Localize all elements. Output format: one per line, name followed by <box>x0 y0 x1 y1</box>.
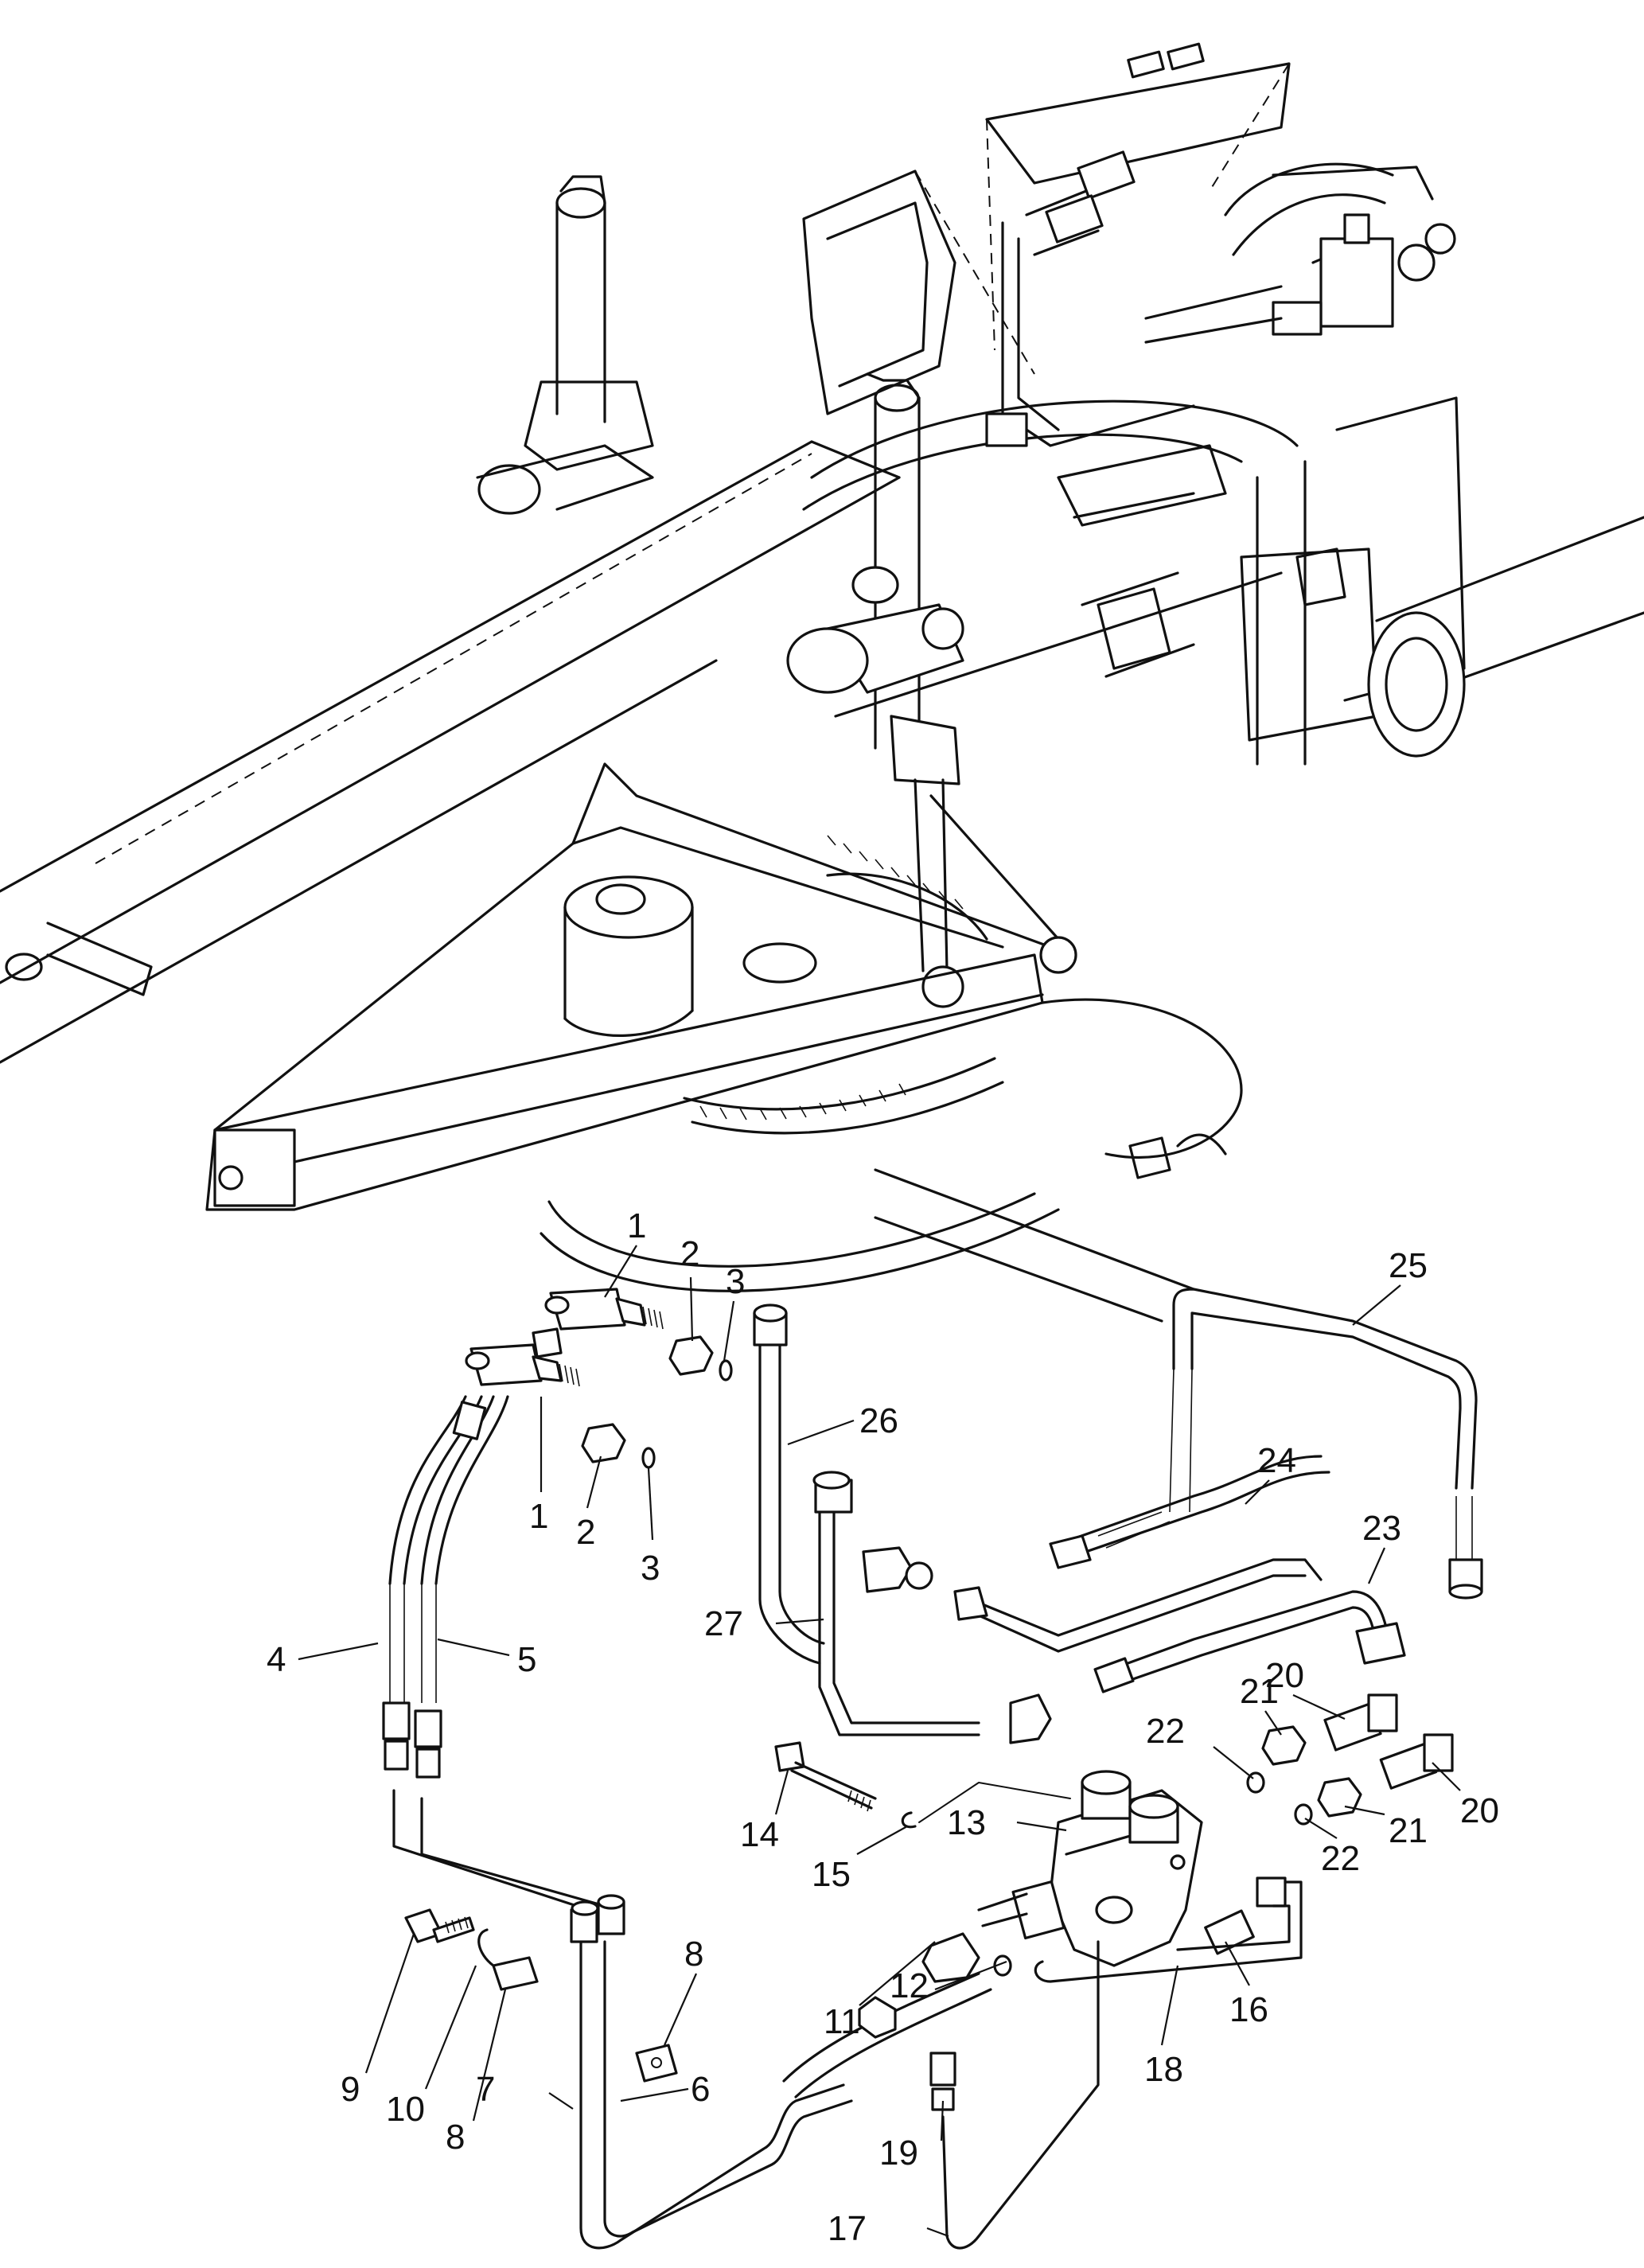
callout-16: 16 <box>1229 1990 1268 2029</box>
callout-24: 24 <box>1257 1441 1296 1480</box>
pipe <box>1176 1904 1291 1951</box>
pipe <box>420 1797 606 1908</box>
washer <box>901 1811 917 1829</box>
callout-2: 2 <box>680 1234 699 1273</box>
callout-10: 10 <box>386 2090 425 2129</box>
washer <box>477 1928 495 1967</box>
pipe <box>794 1988 992 2098</box>
callout-8: 8 <box>684 1935 703 1974</box>
hose <box>1073 1471 1330 1557</box>
pipe <box>832 1510 980 1724</box>
pipe <box>1034 1880 1303 1983</box>
callout-20: 20 <box>1265 1656 1304 1695</box>
callout-23: 23 <box>1362 1509 1401 1548</box>
callout-21: 21 <box>1389 1811 1428 1850</box>
swivel-elbow-fitting <box>465 1343 580 1387</box>
callout-7: 7 <box>476 2070 495 2109</box>
callout-9: 9 <box>341 2070 360 2109</box>
callout-15: 15 <box>812 1855 851 1894</box>
machine-frame-assembly <box>0 42 1644 1323</box>
hose <box>1069 1455 1323 1541</box>
callout-13: 13 <box>947 1803 986 1842</box>
callout-3: 3 <box>641 1549 660 1588</box>
bolt <box>432 1916 475 1943</box>
callout-6: 6 <box>691 2070 710 2109</box>
callout-20: 20 <box>1460 1791 1499 1830</box>
o-ring <box>719 1359 733 1381</box>
exploded-parts <box>382 1288 1483 2250</box>
callout-12: 12 <box>890 1966 929 2005</box>
callout-27: 27 <box>704 1604 743 1643</box>
o-ring <box>1294 1803 1313 1826</box>
o-ring <box>641 1447 656 1469</box>
nut <box>1261 1725 1307 1766</box>
callout-21: 21 <box>1240 1672 1279 1711</box>
bolt <box>790 1761 877 1810</box>
callout-5: 5 <box>517 1640 536 1679</box>
pipe <box>579 1940 845 2250</box>
nut <box>1317 1777 1362 1818</box>
hose <box>414 1395 509 1779</box>
callout-14: 14 <box>740 1815 779 1854</box>
callout-18: 18 <box>1144 2050 1183 2089</box>
callout-labels: 1 1 2 2 3 3 4 5 6 7 8 8 9 10 11 12 13 14… <box>267 1206 1499 2248</box>
callout-11: 11 <box>824 2002 860 2041</box>
callout-17: 17 <box>828 2209 867 2248</box>
callout-22: 22 <box>1321 1839 1360 1878</box>
control-valve-body <box>1049 1770 1203 1967</box>
callout-22: 22 <box>1146 1712 1185 1751</box>
pipe <box>977 1574 1307 1653</box>
hose <box>758 1323 821 1665</box>
clamp <box>492 1956 539 1991</box>
fitting <box>929 2052 956 2087</box>
swivel-elbow-fitting <box>532 1288 664 1358</box>
pipe <box>969 1558 1323 1637</box>
bolt <box>774 1741 805 1772</box>
callout-1: 1 <box>529 1497 548 1536</box>
o-ring <box>1246 1771 1265 1794</box>
pipe <box>1190 1311 1462 1490</box>
callout-3: 3 <box>726 1262 745 1301</box>
callout-8: 8 <box>446 2118 465 2157</box>
callout-4: 4 <box>267 1640 286 1679</box>
callout-25: 25 <box>1389 1246 1428 1285</box>
pipe <box>818 1510 980 1736</box>
pipe <box>1172 1288 1478 1490</box>
leader-lines <box>298 1245 1461 2238</box>
callout-26: 26 <box>859 1401 898 1440</box>
pipe <box>603 1940 853 2238</box>
pipe <box>392 1789 602 1927</box>
nut <box>668 1335 714 1376</box>
clamp <box>635 2044 678 2083</box>
nut <box>581 1423 626 1463</box>
adapter <box>921 1932 980 1983</box>
callout-2: 2 <box>576 1513 595 1552</box>
callout-1: 1 <box>627 1206 646 1245</box>
callout-19: 19 <box>879 2134 918 2173</box>
